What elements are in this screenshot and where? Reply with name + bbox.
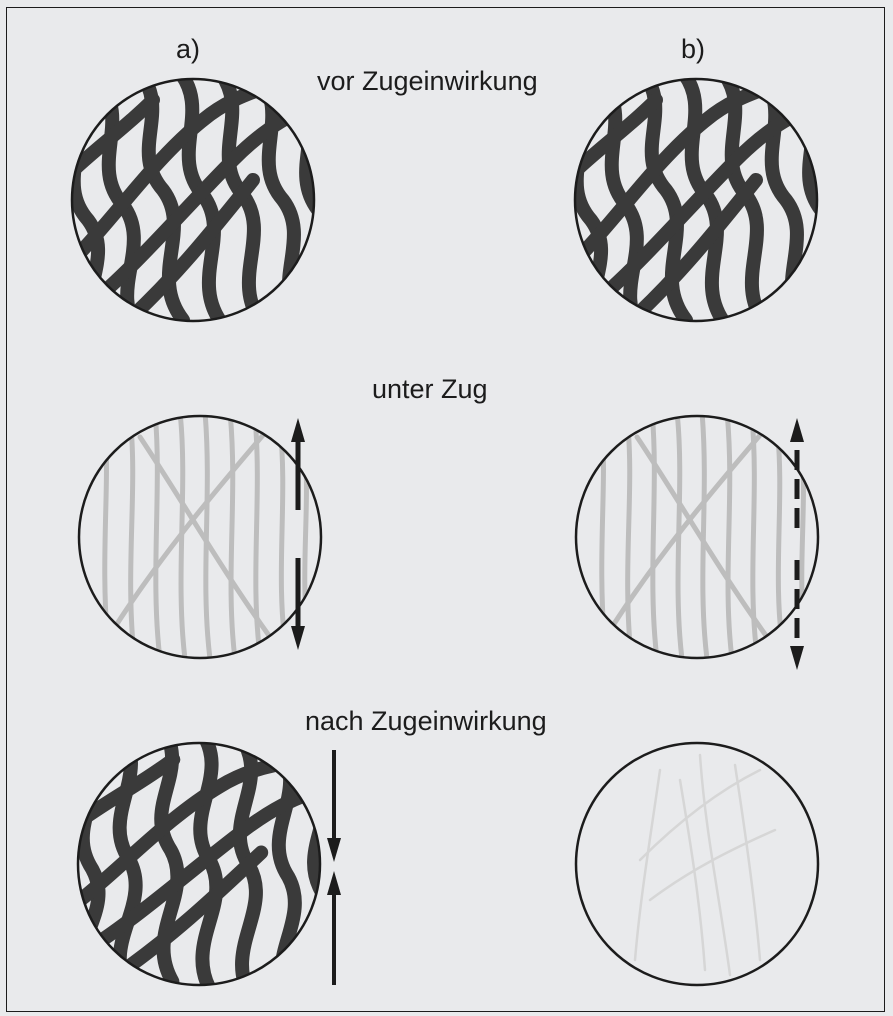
arrow-a-after-down: [327, 750, 341, 862]
circle-b-under: [576, 412, 818, 659]
arrow-a-after-up: [327, 871, 341, 985]
circle-b-after: [576, 743, 818, 985]
circle-a-before: [63, 70, 328, 340]
circle-a-under: [79, 412, 321, 659]
circle-a-after: [51, 717, 351, 1016]
arrow-a-under-up: [291, 418, 305, 510]
circle-b-before: [566, 70, 831, 340]
